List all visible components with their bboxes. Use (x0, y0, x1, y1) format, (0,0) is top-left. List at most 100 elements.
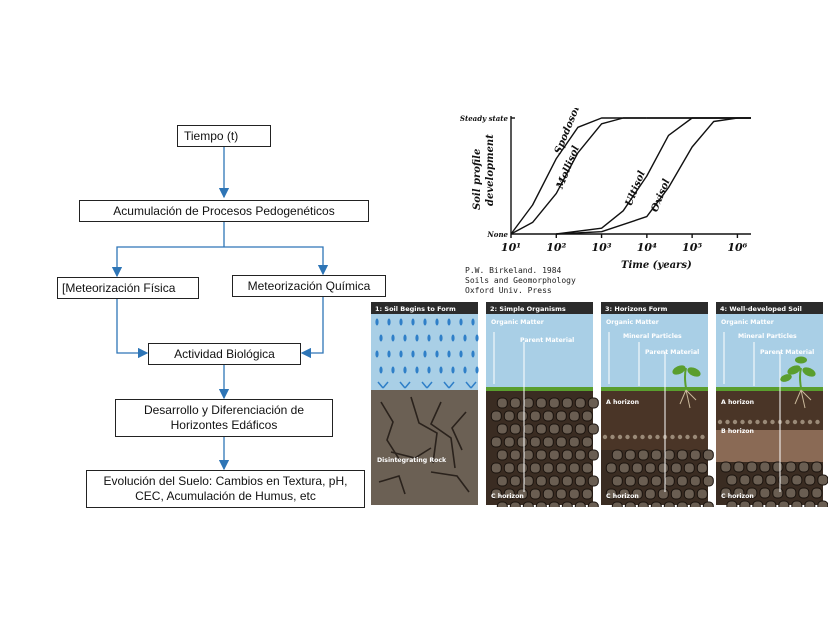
rock-fragment (490, 462, 502, 474)
rock-fragment (516, 410, 528, 422)
rain-drop (459, 318, 463, 326)
rain-drop (435, 318, 439, 326)
sky-area (486, 302, 593, 390)
rock-fragment (509, 423, 521, 435)
rock-fragment (644, 488, 656, 500)
mineral-particle (677, 434, 683, 440)
rain-drop (427, 334, 431, 342)
credit-line: Soils and Geomorphology (465, 276, 576, 285)
rock-fragment (663, 475, 675, 487)
mineral-particle (725, 419, 730, 425)
rock-fragment (676, 449, 688, 461)
rock-fragment (548, 475, 560, 487)
rock-fragment (778, 474, 790, 486)
mineral-particle (655, 434, 660, 440)
rock-fragment (535, 397, 547, 409)
rain-drop (415, 334, 419, 342)
rock-fragment (496, 475, 508, 487)
rock-fragment (726, 500, 738, 507)
rock-fragment (529, 488, 541, 500)
rain-drop (475, 334, 479, 342)
plant-leaf (780, 374, 792, 382)
credit-line: P.W. Birkeland. 1984 (465, 266, 562, 275)
rock-fragment (574, 475, 586, 487)
rock-fragment (726, 474, 738, 486)
node-label: Actividad Biológica (174, 346, 275, 361)
rock-fragment (555, 488, 567, 500)
rock-fragment (516, 462, 528, 474)
node-label: [Meteorización Física (62, 280, 176, 295)
rock-fragment (696, 462, 708, 474)
y-tick-label: None (486, 230, 508, 239)
panel-label: Parent Material (520, 337, 574, 344)
mineral-particle (602, 434, 608, 440)
rock-fragment (535, 449, 547, 461)
rain-drop (475, 366, 479, 374)
rock-fragment (509, 475, 521, 487)
rain-drop (403, 366, 407, 374)
rain-drop (463, 366, 467, 374)
rain-drop (451, 366, 455, 374)
panel-title-bar (601, 302, 708, 314)
chart-axes (510, 116, 751, 238)
mineral-particle (815, 419, 820, 425)
splash-icon (377, 381, 389, 389)
panel-label: Disintegrating Rock (377, 457, 447, 464)
node-evolucion-suelo: Evolución del Suelo: Cambios en Textura,… (86, 470, 365, 508)
series-line-oxisol (556, 117, 738, 235)
rain-drop (375, 350, 379, 358)
panel-label: Parent Material (760, 349, 814, 356)
mineral-particle (747, 419, 753, 425)
ground-area (371, 390, 478, 505)
rock-fragment (503, 462, 515, 474)
panel-label: A horizon (721, 399, 754, 406)
sky-area (716, 302, 823, 390)
rock-fragment (568, 488, 580, 500)
sky-area (371, 302, 478, 390)
rock-fragment (637, 449, 649, 461)
rock-fragment (733, 461, 745, 473)
plant-stem (799, 367, 802, 389)
rock-fragment (555, 410, 567, 422)
rock-fragment (529, 410, 541, 422)
rock-fragment (785, 461, 797, 473)
plant-roots (679, 389, 697, 409)
rock-fragment (798, 461, 810, 473)
rock-fragment (529, 436, 541, 448)
rain-drop (399, 350, 403, 358)
rock-fragment (542, 462, 554, 474)
rock-fragment (702, 449, 714, 461)
mineral-particle (700, 434, 705, 440)
rock-fragment (605, 488, 617, 500)
rain-drop (391, 366, 395, 374)
node-desarrollo-horizontes: Desarrollo y Diferenciación de Horizonte… (115, 399, 333, 437)
rock-fragment (561, 449, 573, 461)
rock-fragment (542, 410, 554, 422)
panel-title: 1: Soil Begins to Form (375, 305, 456, 313)
panel-label: C horizon (606, 493, 639, 500)
rock-fragment (611, 501, 623, 507)
panel-title: 4: Well-developed Soil (720, 305, 802, 313)
x-tick-label: 10⁴ (637, 241, 657, 254)
splash-icon (421, 381, 433, 389)
rock-fragment (581, 410, 593, 422)
rock-fragment (574, 449, 586, 461)
panel-title: 3: Horizons Form (605, 305, 668, 313)
rock-fragment (746, 487, 758, 499)
rain-drop (471, 318, 475, 326)
sky-area (601, 302, 708, 390)
rock-fragment (720, 461, 732, 473)
rock-fragment (496, 449, 508, 461)
rock-fragment (522, 475, 534, 487)
rain-drop (447, 318, 451, 326)
rock-fragment (759, 487, 771, 499)
rock-fragment (503, 436, 515, 448)
node-meteorizacion-quimica: Meteorización Química (232, 275, 386, 297)
panel-title-bar (486, 302, 593, 314)
y-tick-label: Steady state (460, 114, 509, 123)
rain-drop (447, 350, 451, 358)
rock-fragment (535, 475, 547, 487)
b-horizon (716, 430, 823, 462)
splash-icon (399, 381, 411, 389)
